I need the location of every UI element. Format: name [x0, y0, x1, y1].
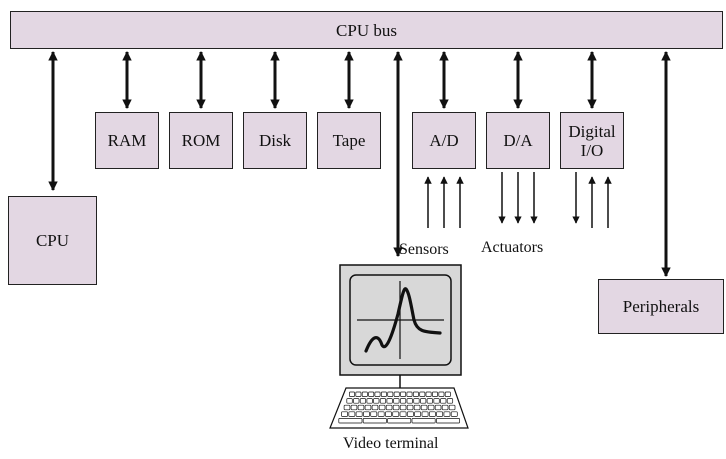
keyboard-key: [428, 411, 436, 417]
keyboard-key: [413, 404, 421, 411]
keyboard-key: [371, 404, 379, 411]
keyboard-key: [406, 398, 413, 404]
keyboard-key: [366, 398, 373, 404]
keyboard-key: [433, 398, 440, 404]
digital-io-module: Digital I/O: [560, 112, 624, 169]
keyboard-key: [392, 404, 400, 411]
keyboard-key: [362, 418, 387, 424]
keyboard-key: [387, 418, 412, 424]
keyboard-key: [380, 391, 387, 397]
keyboard-key: [446, 398, 454, 404]
keyboard-key: [387, 391, 394, 397]
cpu-bus: CPU bus: [10, 11, 723, 49]
keyboard-key: [414, 411, 422, 417]
keyboard-key: [348, 411, 356, 417]
keyboard-key: [355, 411, 363, 417]
keyboard-key: [377, 411, 385, 417]
keyboard-key: [378, 404, 386, 411]
keyboard-key: [436, 418, 460, 424]
actuators-label: Actuators: [481, 239, 544, 256]
keyboard-key: [432, 391, 438, 397]
keyboard-key: [341, 411, 348, 417]
keyboard-key: [420, 404, 428, 411]
keyboard-key: [346, 398, 353, 404]
sensors-label: Sensors: [399, 241, 449, 258]
keyboard-key: [368, 391, 375, 397]
rom-module: ROM: [169, 112, 233, 169]
video-terminal-icon: [339, 264, 462, 388]
keyboard-key: [385, 411, 392, 417]
keyboard-key: [393, 391, 400, 397]
keyboard-key: [379, 398, 387, 404]
keyboard-key: [399, 398, 407, 404]
keyboard-key: [393, 398, 400, 404]
keyboard-key: [444, 391, 451, 397]
disk-module: Disk: [243, 112, 307, 169]
keyboard-key: [406, 391, 413, 397]
keyboard-key: [343, 404, 351, 411]
keyboard-key: [426, 398, 433, 404]
waveform-trace: [364, 287, 442, 353]
cpu-block: CPU: [8, 196, 97, 285]
ram-module: RAM: [95, 112, 159, 169]
keyboard-key: [419, 391, 426, 397]
keyboard-key: [427, 404, 435, 411]
keyboard-key: [420, 398, 427, 404]
keyboard-key: [386, 398, 393, 404]
keyboard-key: [425, 391, 432, 397]
keyboard-key: [359, 398, 367, 404]
keyboard-key: [450, 411, 458, 417]
keyboard-key: [440, 398, 447, 404]
tape-module: Tape: [317, 112, 381, 169]
keyboard-key: [357, 404, 365, 411]
keyboard-key: [361, 391, 368, 397]
keyboard-key: [412, 391, 419, 397]
keyboard-key: [338, 418, 363, 424]
keyboard-key: [355, 391, 362, 397]
keyboard-key: [421, 411, 429, 417]
keyboard-key: [399, 404, 407, 411]
keyboard-key: [436, 411, 444, 417]
ad-converter: A/D: [412, 112, 476, 169]
keyboard-key: [441, 404, 449, 411]
keyboard-key: [434, 404, 442, 411]
keyboard-key: [353, 398, 360, 404]
keyboard-key: [438, 391, 445, 397]
keyboard-key: [370, 411, 378, 417]
keyboard-key: [411, 418, 436, 424]
keyboard-key: [385, 404, 393, 411]
keyboard-key: [349, 391, 355, 397]
keyboard-key: [363, 411, 370, 417]
video-terminal-label: Video terminal: [343, 435, 439, 452]
keyboard-key: [406, 404, 414, 411]
keyboard-key: [400, 391, 407, 397]
peripherals-block: Peripherals: [598, 279, 724, 334]
keyboard-key: [443, 411, 451, 417]
keyboard-key: [448, 404, 456, 411]
keyboard-key: [374, 391, 381, 397]
keyboard-key: [373, 398, 380, 404]
keyboard-key: [392, 411, 400, 417]
keyboard-icon: [329, 387, 469, 429]
keyboard-key: [364, 404, 372, 411]
keyboard-key: [399, 411, 407, 417]
keyboard-key: [406, 411, 414, 417]
keyboard-key: [413, 398, 420, 404]
da-converter: D/A: [486, 112, 550, 169]
keyboard-key: [350, 404, 358, 411]
